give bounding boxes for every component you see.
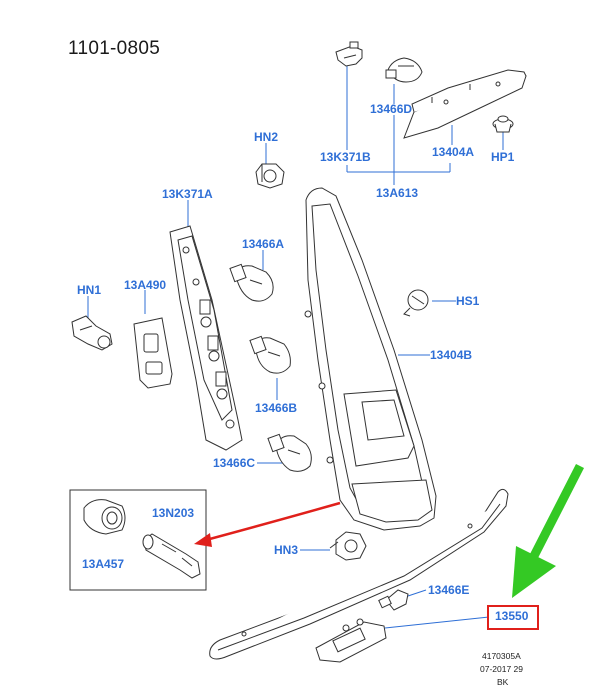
part-bushing-13a457	[83, 499, 126, 535]
part-bulb-13466e	[378, 589, 409, 611]
part-seal-13a490	[133, 317, 173, 389]
part-high-mount-lamp-13404a	[403, 69, 527, 139]
part-screw-hs1	[403, 289, 429, 317]
callout-13k371a: 13K371A	[162, 187, 213, 201]
callout-13550: 13550	[495, 609, 529, 623]
part-tail-lamp-13404b	[304, 187, 437, 531]
part-license-lamp-housing	[315, 618, 387, 663]
part-bulb-13466d	[385, 57, 423, 83]
callout-hs1: HS1	[456, 294, 480, 308]
callout-hn2: HN2	[254, 130, 279, 144]
diagram-id: 1101-0805	[68, 38, 161, 59]
part-license-lamp-bar-13550	[209, 488, 509, 660]
callout-13a613: 13A613	[376, 186, 419, 200]
callout-13466d: 13466D	[370, 102, 413, 116]
callout-13466e: 13466E	[428, 583, 470, 597]
callout-13466a: 13466A	[242, 237, 285, 251]
callout-hp1: HP1	[491, 150, 515, 164]
part-nut-hn2	[255, 163, 285, 189]
part-connector-13k371b	[335, 41, 363, 67]
part-bulb-13466c	[267, 433, 312, 472]
part-bulb-13466a	[229, 263, 274, 302]
red-left-arrow-icon	[194, 501, 341, 547]
part-nut-hn1	[71, 315, 113, 351]
callout-13404b: 13404B	[430, 348, 473, 362]
callout-13a490: 13A490	[124, 278, 167, 292]
part-nut-hn3	[329, 531, 367, 561]
part-bulb-holder-13k371a	[169, 225, 243, 451]
part-bulb-13466b	[249, 335, 291, 374]
footer-tag: BK	[497, 677, 509, 687]
green-down-left-arrow-icon	[512, 463, 585, 598]
callout-13k371b: 13K371B	[320, 150, 371, 164]
callout-hn1: HN1	[77, 283, 102, 297]
callout-13466c: 13466C	[213, 456, 256, 470]
part-pin-13n203	[142, 533, 201, 579]
callout-13404a: 13404A	[432, 145, 475, 159]
highlight-box-13550	[487, 605, 539, 630]
footer-code: 4170305A	[482, 651, 521, 661]
callout-hn3: HN3	[274, 543, 299, 557]
part-grommet-hp1	[492, 115, 514, 133]
callout-13466b: 13466B	[255, 401, 298, 415]
callout-13n203: 13N203	[152, 506, 195, 520]
callout-13a457: 13A457	[82, 557, 125, 571]
footer-date: 07-2017 29	[480, 664, 524, 674]
